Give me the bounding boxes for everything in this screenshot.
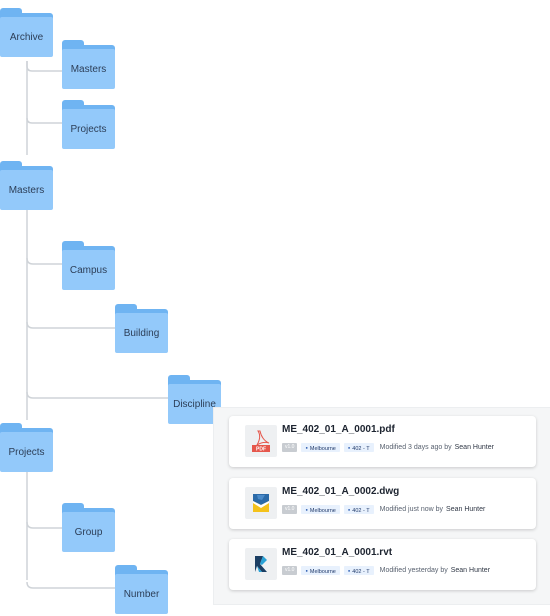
file-meta: v1.0 Melbourne 402 - T Modified just now…: [282, 504, 485, 514]
version-badge: v1.0: [282, 565, 298, 575]
svg-text:PDF: PDF: [256, 447, 266, 453]
folder-archive-projects[interactable]: Projects: [62, 100, 115, 149]
folder-tab: [62, 40, 84, 48]
folder-label: Masters: [62, 49, 115, 89]
file-name: ME_402_01_A_0002.dwg: [282, 486, 400, 497]
file-card-dwg[interactable]: ME_402_01_A_0002.dwg v1.0 Melbourne 402 …: [229, 478, 536, 529]
folder-tab: [115, 565, 137, 573]
folder-number[interactable]: Number: [115, 565, 168, 614]
folder-archive[interactable]: Archive: [0, 8, 53, 57]
file-name: ME_402_01_A_0001.rvt: [282, 547, 393, 558]
folder-tab: [62, 503, 84, 511]
file-card-rvt[interactable]: ME_402_01_A_0001.rvt v1.0 Melbourne 402 …: [229, 539, 536, 590]
file-list-panel: PDF ME_402_01_A_0001.pdf v1.0 Melbourne …: [213, 407, 550, 605]
folder-building[interactable]: Building: [115, 304, 168, 353]
version-badge: v1.0: [282, 504, 298, 514]
folder-tab: [0, 8, 22, 16]
modified-user: Sean Hunter: [454, 443, 494, 451]
modified-user: Sean Hunter: [446, 505, 486, 513]
pdf-icon: PDF: [245, 425, 277, 457]
folder-campus[interactable]: Campus: [62, 241, 115, 290]
location-tag[interactable]: Melbourne: [301, 504, 340, 514]
modified-user: Sean Hunter: [450, 566, 491, 574]
folder-label: Projects: [0, 432, 53, 472]
file-meta: v1.0 Melbourne 402 - T Modified 3 days a…: [282, 442, 494, 452]
folder-label: Archive: [0, 17, 53, 57]
modified-text: Modified just now by: [379, 505, 444, 513]
file-card-pdf[interactable]: PDF ME_402_01_A_0001.pdf v1.0 Melbourne …: [229, 416, 536, 467]
folder-tab: [0, 423, 22, 431]
folder-label: Number: [115, 574, 168, 614]
folder-tab: [115, 304, 137, 312]
folder-label: Building: [115, 313, 168, 353]
rvt-icon: [245, 548, 277, 580]
folder-label: Group: [62, 512, 115, 552]
modified-text: Modified yesterday by: [379, 566, 448, 574]
file-meta: v1.0 Melbourne 402 - T Modified yesterda…: [282, 565, 490, 575]
folder-label: Discipline: [168, 384, 221, 424]
file-name: ME_402_01_A_0001.pdf: [282, 424, 395, 435]
folder-tab: [0, 161, 22, 169]
folder-tab: [168, 375, 190, 383]
folder-label: Masters: [0, 170, 53, 210]
folder-projects[interactable]: Projects: [0, 423, 53, 472]
folder-masters[interactable]: Masters: [0, 161, 53, 210]
folder-group[interactable]: Group: [62, 503, 115, 552]
location-tag[interactable]: Melbourne: [301, 565, 340, 575]
folder-tab: [62, 241, 84, 249]
location-tag[interactable]: Melbourne: [301, 442, 340, 452]
dwg-icon: [245, 487, 277, 519]
folder-tab: [62, 100, 84, 108]
version-badge: v1.0: [282, 442, 298, 452]
folder-archive-masters[interactable]: Masters: [62, 40, 115, 89]
code-tag[interactable]: 402 - T: [343, 565, 374, 575]
folder-label: Projects: [62, 109, 115, 149]
folder-discipline[interactable]: Discipline: [168, 375, 221, 424]
folder-label: Campus: [62, 250, 115, 290]
code-tag[interactable]: 402 - T: [343, 442, 374, 452]
code-tag[interactable]: 402 - T: [343, 504, 374, 514]
modified-text: Modified 3 days ago by: [379, 443, 452, 451]
